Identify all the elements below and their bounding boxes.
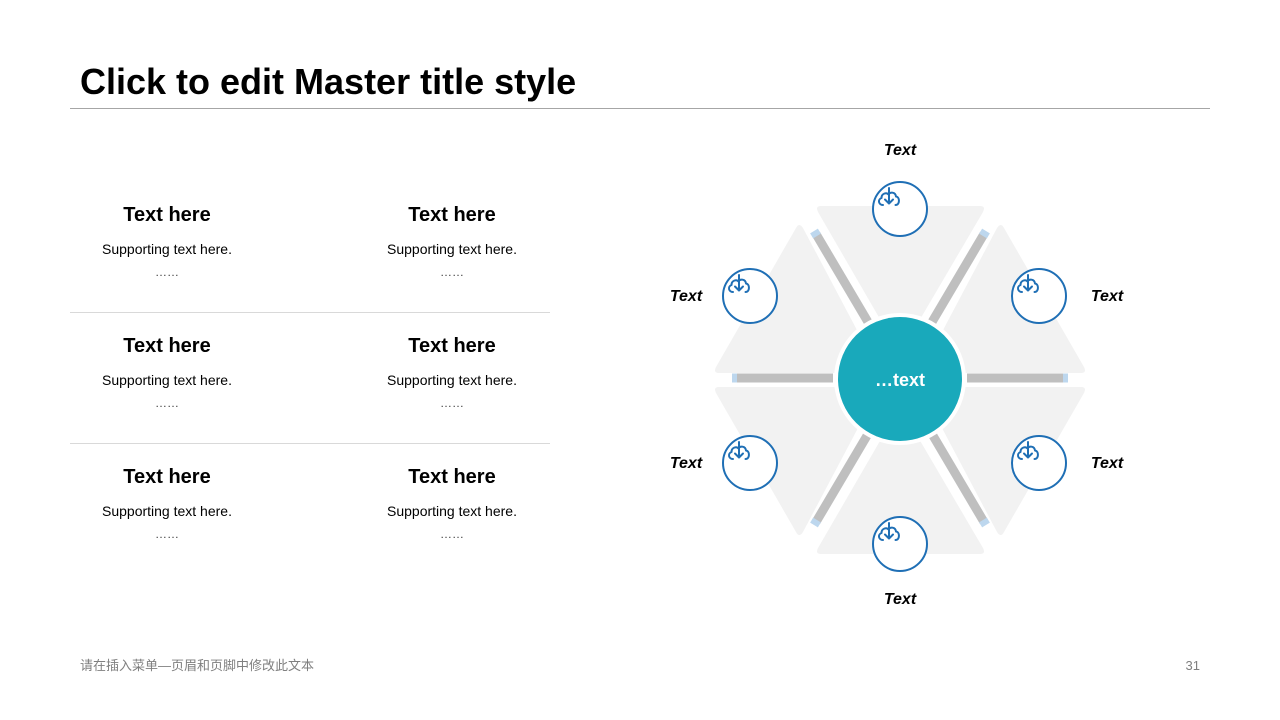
cloud-download-icon [878, 522, 900, 541]
cloud-download-icon [878, 187, 900, 206]
block-heading: Text here [408, 466, 496, 488]
node-upper-right[interactable] [1011, 268, 1067, 324]
spoke-cap [810, 517, 821, 528]
spoke [928, 231, 988, 325]
node-lower-left-label[interactable]: Text [669, 455, 703, 472]
page-number: 31 [1185, 658, 1200, 673]
segment-lower-left [715, 387, 878, 535]
row-divider [70, 312, 550, 313]
block-heading: Text here [123, 335, 211, 357]
node-top-label[interactable]: Text [883, 142, 917, 159]
block-heading: Text here [408, 335, 496, 357]
hexagon-shape [715, 206, 1085, 554]
block-ellipsis: …… [155, 265, 179, 279]
text-block-4[interactable]: Text here Supporting text here. …… [332, 333, 572, 411]
hexagon-diagram: …text [640, 120, 1160, 640]
node-upper-left[interactable] [722, 268, 778, 324]
cloud-download-icon [728, 441, 750, 460]
spoke-cap [810, 228, 821, 239]
node-upper-left-label[interactable]: Text [669, 288, 703, 305]
spoke-cap [979, 228, 990, 239]
segment-upper-right [922, 225, 1085, 373]
center-circle [838, 317, 962, 441]
segment-lower-right [922, 387, 1085, 535]
cloud-download-icon [1017, 441, 1039, 460]
text-block-6[interactable]: Text here Supporting text here. …… [332, 464, 572, 542]
block-supporting-text: Supporting text here. [102, 503, 232, 519]
block-ellipsis: …… [440, 396, 464, 410]
block-supporting-text: Supporting text here. [387, 241, 517, 257]
node-bottom[interactable] [872, 516, 928, 572]
slide-title[interactable]: Click to edit Master title style [80, 61, 577, 102]
block-ellipsis: …… [440, 527, 464, 541]
spoke [812, 431, 872, 525]
segment-bottom [817, 411, 984, 554]
node-upper-right-label[interactable]: Text [1090, 288, 1124, 305]
block-supporting-text: Supporting text here. [387, 503, 517, 519]
block-ellipsis: …… [155, 396, 179, 410]
spoke [812, 231, 872, 325]
text-block-5[interactable]: Text here Supporting text here. …… [47, 464, 287, 542]
node-lower-left[interactable] [722, 435, 778, 491]
text-block-3[interactable]: Text here Supporting text here. …… [47, 333, 287, 411]
block-supporting-text: Supporting text here. [102, 372, 232, 388]
footer-text[interactable]: 请在插入菜单—页眉和页脚中修改此文本 [80, 658, 315, 673]
cloud-download-icon [728, 274, 750, 293]
segment-top [817, 206, 984, 349]
spoke-cap [979, 517, 990, 528]
spoke [928, 431, 988, 525]
block-supporting-text: Supporting text here. [387, 372, 517, 388]
block-ellipsis: …… [155, 527, 179, 541]
block-ellipsis: …… [440, 265, 464, 279]
block-heading: Text here [123, 466, 211, 488]
block-heading: Text here [123, 204, 211, 226]
node-lower-right-label[interactable]: Text [1090, 455, 1124, 472]
title-divider [70, 108, 1210, 109]
text-block-2[interactable]: Text here Supporting text here. …… [332, 202, 572, 280]
node-lower-right[interactable] [1011, 435, 1067, 491]
segment-upper-left [715, 225, 878, 373]
row-divider [70, 443, 550, 444]
node-top[interactable] [872, 181, 928, 237]
node-bottom-label[interactable]: Text [883, 591, 917, 608]
cloud-download-icon [1017, 274, 1039, 293]
block-supporting-text: Supporting text here. [102, 241, 232, 257]
center-label[interactable]: …text [874, 370, 925, 390]
text-block-1[interactable]: Text here Supporting text here. …… [47, 202, 287, 280]
block-heading: Text here [408, 204, 496, 226]
